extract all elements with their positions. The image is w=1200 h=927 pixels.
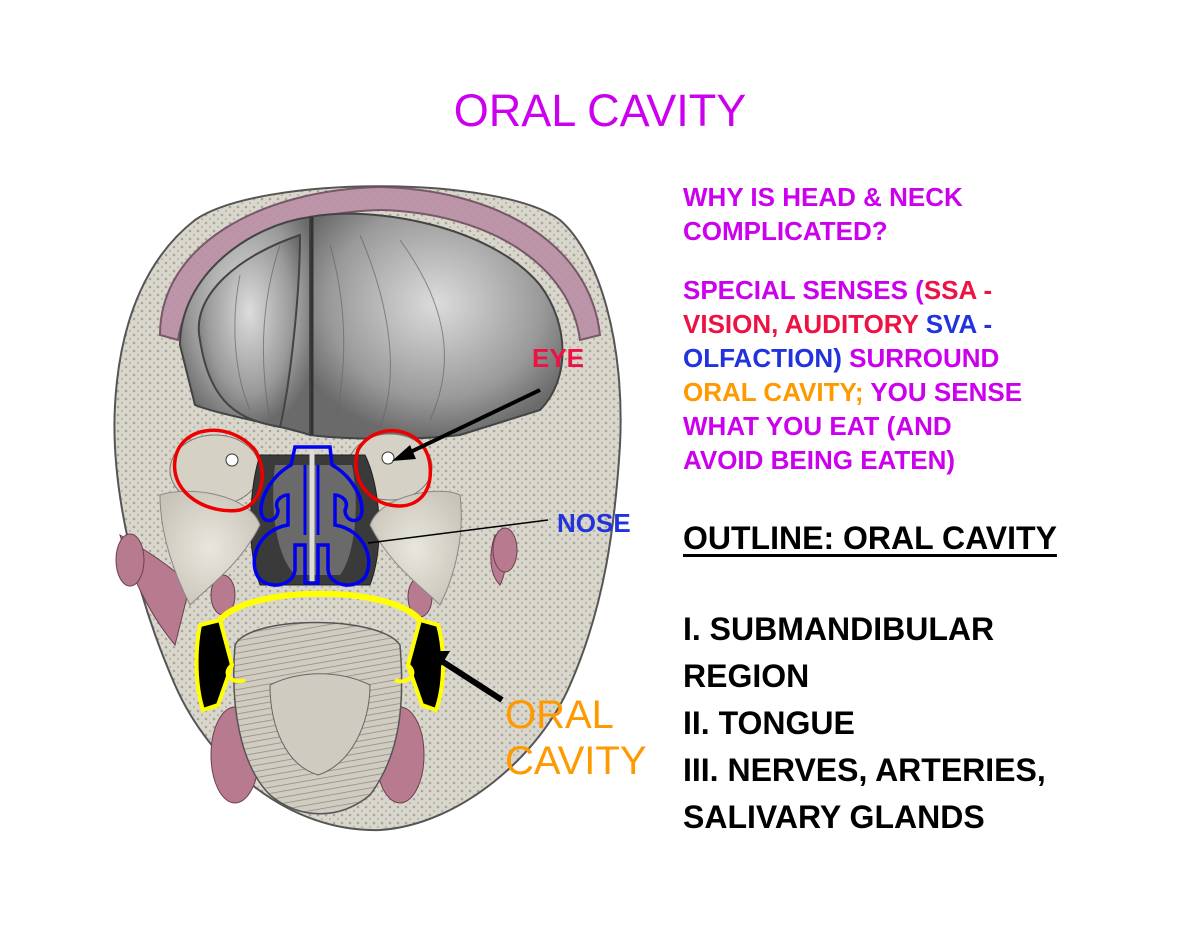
special-line-2: VISION, AUDITORY SVA - [683,307,1113,341]
special-line-4: ORAL CAVITY; YOU SENSE [683,375,1113,409]
head-cross-section-illustration [113,185,622,832]
outline-list: I. SUBMANDIBULAR REGION II. TONGUE III. … [683,606,1046,841]
special-line-5: WHAT YOU EAT (AND [683,411,952,441]
oral-cavity-label-line1: ORAL [505,693,614,737]
list-item: II. TONGUE [683,705,855,741]
sva-text: SVA - [925,309,993,339]
eye-label: EYE [532,343,585,373]
list-item: REGION [683,658,810,694]
list-item: I. SUBMANDIBULAR [683,611,995,647]
arrow-icon [424,651,504,703]
special-senses-text: SPECIAL SENSES ( [683,275,924,305]
why-question: WHY IS HEAD & NECK COMPLICATED? [683,180,1103,248]
special-line-1: SPECIAL SENSES (SSA - [683,273,1113,307]
nose-label: NOSE [557,508,631,538]
you-sense-text: YOU SENSE [870,377,1023,407]
vision-auditory-text: VISION, AUDITORY [683,309,919,339]
surround-text: SURROUND [849,343,1000,373]
list-item: SALIVARY GLANDS [683,799,985,835]
special-line-6: AVOID BEING EATEN) [683,445,956,475]
oral-cavity-label: ORAL CAVITY [505,692,647,784]
list-item: III. NERVES, ARTERIES, [683,752,1046,788]
oral-cavity-text: ORAL CAVITY; [683,377,864,407]
ssa-text: SSA - [923,275,993,305]
page-title: ORAL CAVITY [453,85,747,136]
special-line-3: OLFACTION) SURROUND [683,341,1113,375]
arrow-icon [392,388,541,461]
why-line-2: COMPLICATED? [683,216,888,246]
outline-heading: OUTLINE: ORAL CAVITY [683,520,1057,556]
why-line-1: WHY IS HEAD & NECK [683,182,963,212]
olfaction-text: OLFACTION) [683,343,842,373]
oral-cavity-label-line2: CAVITY [505,739,647,783]
special-senses-paragraph: SPECIAL SENSES (SSA - VISION, AUDITORY S… [683,273,1113,477]
